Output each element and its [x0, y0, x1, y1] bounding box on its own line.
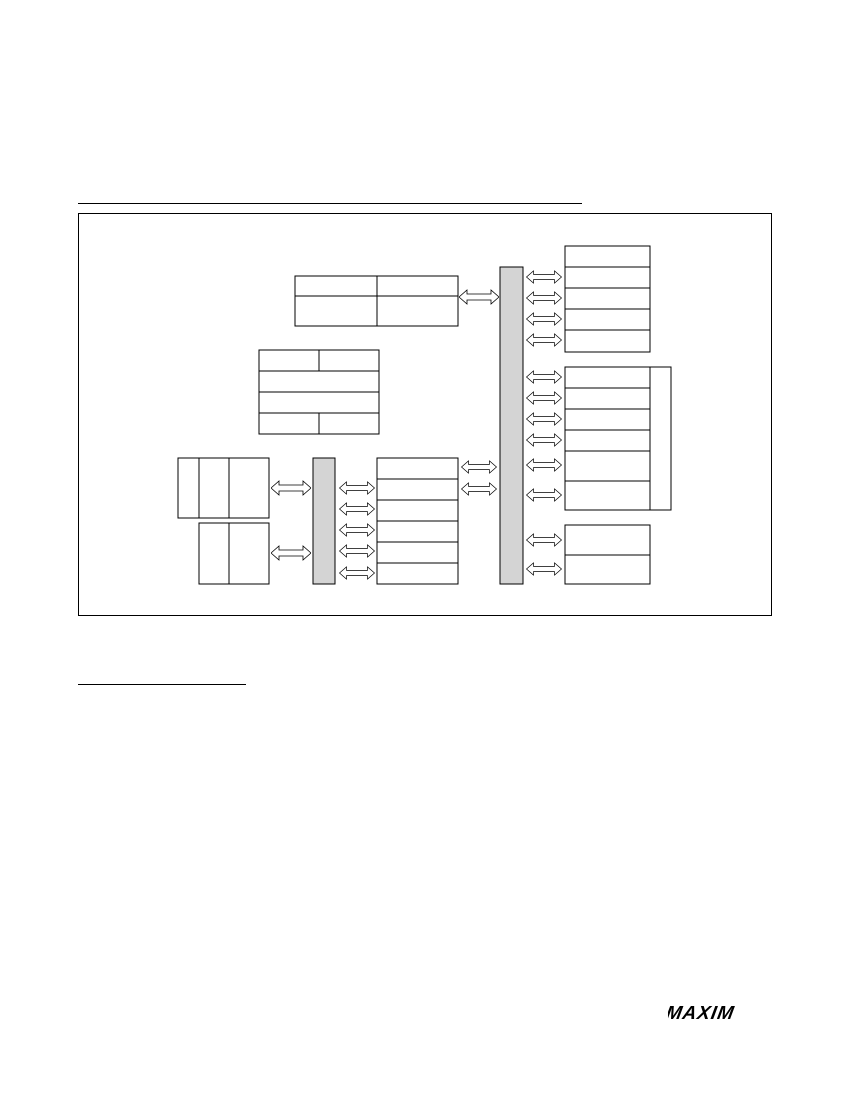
- group-b-arrow-1: [526, 370, 562, 384]
- footnote-link-underline[interactable]: [78, 684, 246, 685]
- group-b-arrow-3: [526, 412, 562, 426]
- mid-arrow-2: [339, 502, 375, 516]
- top-pair-block: [294, 275, 459, 327]
- mid-arrow-3: [339, 523, 375, 537]
- maxim-logo-text: MAXIM: [668, 1003, 736, 1022]
- mid-arrow-5: [339, 566, 375, 580]
- maxim-logo: MAXIM: [668, 1003, 736, 1022]
- cpu-core-block: [258, 349, 380, 435]
- top-pair-arrow: [459, 289, 499, 305]
- memory-bottom-arrow: [271, 545, 311, 561]
- group-b-arrow-5: [526, 458, 562, 472]
- mid-arrow-4: [339, 544, 375, 558]
- main-bus: [499, 266, 524, 585]
- group-a-arrow-4: [526, 333, 562, 347]
- mid-arrow-1: [339, 481, 375, 495]
- group-c-arrow-1: [526, 533, 562, 547]
- peripheral-group-c: [564, 524, 651, 585]
- memory-top-arrow: [271, 480, 311, 496]
- bridge-arrow-2: [461, 482, 497, 496]
- group-a-arrow-1: [526, 270, 562, 284]
- bridge-arrow-1: [461, 460, 497, 474]
- peripheral-stack-mid: [376, 457, 459, 585]
- group-b-arrow-2: [526, 391, 562, 405]
- left-memory-top: [177, 457, 270, 519]
- peripheral-bus: [312, 457, 336, 585]
- group-a-arrow-3: [526, 312, 562, 326]
- group-a-arrow-2: [526, 291, 562, 305]
- peripheral-group-a: [564, 245, 651, 353]
- peripheral-group-b: [564, 366, 672, 511]
- group-b-arrow-4: [526, 433, 562, 447]
- left-memory-bottom: [198, 522, 270, 585]
- group-c-arrow-2: [526, 562, 562, 576]
- section-rule: [78, 203, 582, 204]
- block-diagram-frame: [78, 213, 772, 616]
- group-b-arrow-6: [526, 488, 562, 502]
